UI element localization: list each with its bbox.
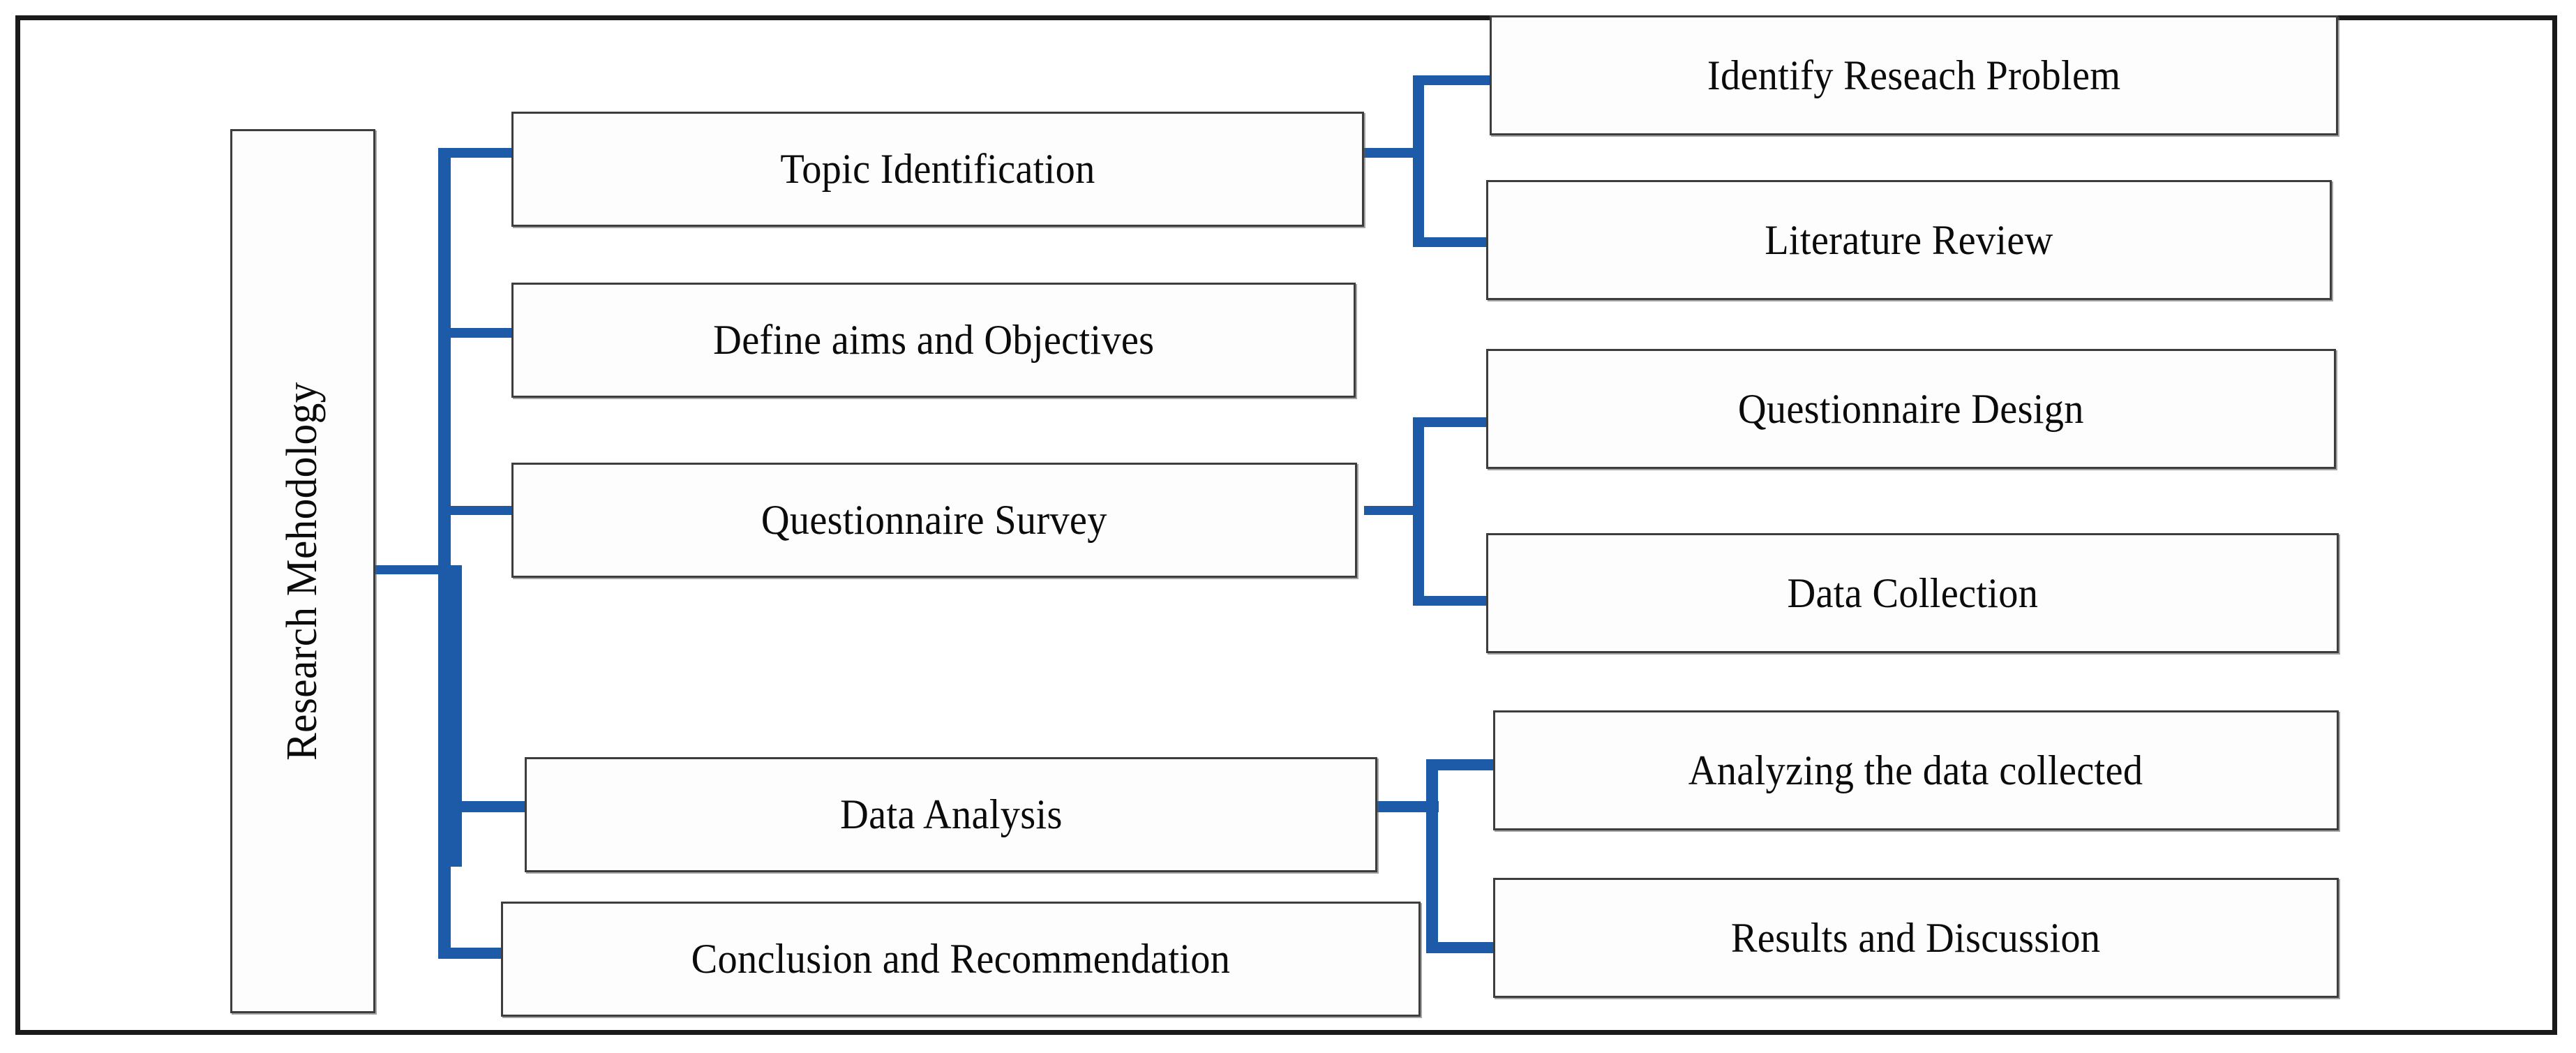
connector-to-literature-review — [1413, 237, 1495, 247]
node-label-questionnaire-design: Questionnaire Design — [1738, 385, 2084, 432]
connector-secondary-trunk — [451, 565, 462, 867]
connector-to-data-collection — [1413, 596, 1495, 606]
connector-branch-data-analysis — [451, 801, 529, 812]
node-questionnaire-design[interactable]: Questionnaire Design — [1486, 349, 2336, 469]
node-data-analysis[interactable]: Data Analysis — [525, 757, 1377, 872]
connector-branch-topic-identification — [438, 148, 515, 158]
node-identify-reseach-problem[interactable]: Identify Reseach Problem — [1490, 15, 2338, 135]
connector-stage-out-questionnaire-survey — [1364, 506, 1424, 515]
connector-to-analyzing-the-data-collected — [1426, 759, 1503, 770]
node-topic-identification[interactable]: Topic Identification — [511, 112, 1364, 227]
connector-to-results-and-discussion — [1426, 942, 1503, 953]
node-define-aims-and-objectives[interactable]: Define aims and Objectives — [511, 283, 1356, 398]
node-data-collection[interactable]: Data Collection — [1486, 533, 2339, 653]
node-label-literature-review: Literature Review — [1765, 216, 2053, 263]
node-label-questionnaire-survey: Questionnaire Survey — [761, 497, 1107, 543]
node-label-define-aims-and-objectives: Define aims and Objectives — [712, 317, 1155, 363]
node-literature-review[interactable]: Literature Review — [1486, 180, 2332, 300]
connector-main-trunk-lower — [438, 565, 451, 957]
connector-branch-define-aims — [438, 328, 515, 338]
connector-branch-questionnaire-survey — [438, 506, 515, 515]
connector-bracket-vertical-results — [1426, 759, 1438, 953]
node-label-conclusion-and-recommendation: Conclusion and Recommendation — [691, 936, 1231, 982]
node-results-and-discussion[interactable]: Results and Discussion — [1493, 878, 2339, 998]
node-analyzing-the-data-collected[interactable]: Analyzing the data collected — [1493, 710, 2339, 830]
node-research-methodology[interactable]: Research Mehodology — [230, 129, 375, 1013]
node-label-analyzing-the-data-collected: Analyzing the data collected — [1688, 747, 2143, 793]
connector-to-questionnaire-design — [1413, 417, 1495, 427]
connector-to-identify-reseach-problem — [1413, 75, 1495, 85]
connector-bracket-vertical-questionnaire — [1413, 417, 1424, 606]
node-label-results-and-discussion: Results and Discussion — [1731, 914, 2101, 961]
connector-stage-out-topic-identification — [1364, 148, 1424, 158]
node-conclusion-and-recommendation[interactable]: Conclusion and Recommendation — [501, 902, 1421, 1017]
connector-main-trunk-upper — [438, 148, 451, 575]
connector-bracket-vertical-topic — [1413, 75, 1424, 247]
node-label-data-analysis: Data Analysis — [839, 791, 1063, 837]
node-label-identify-reseach-problem: Identify Reseach Problem — [1707, 52, 2121, 98]
connector-stage-out-data-analysis — [1377, 801, 1439, 812]
connector-root-stub — [375, 565, 447, 574]
node-questionnaire-survey[interactable]: Questionnaire Survey — [511, 463, 1357, 578]
node-label-research-methodology: Research Mehodology — [278, 382, 327, 761]
node-label-data-collection: Data Collection — [1787, 569, 2038, 616]
node-label-topic-identification: Topic Identification — [780, 146, 1095, 192]
